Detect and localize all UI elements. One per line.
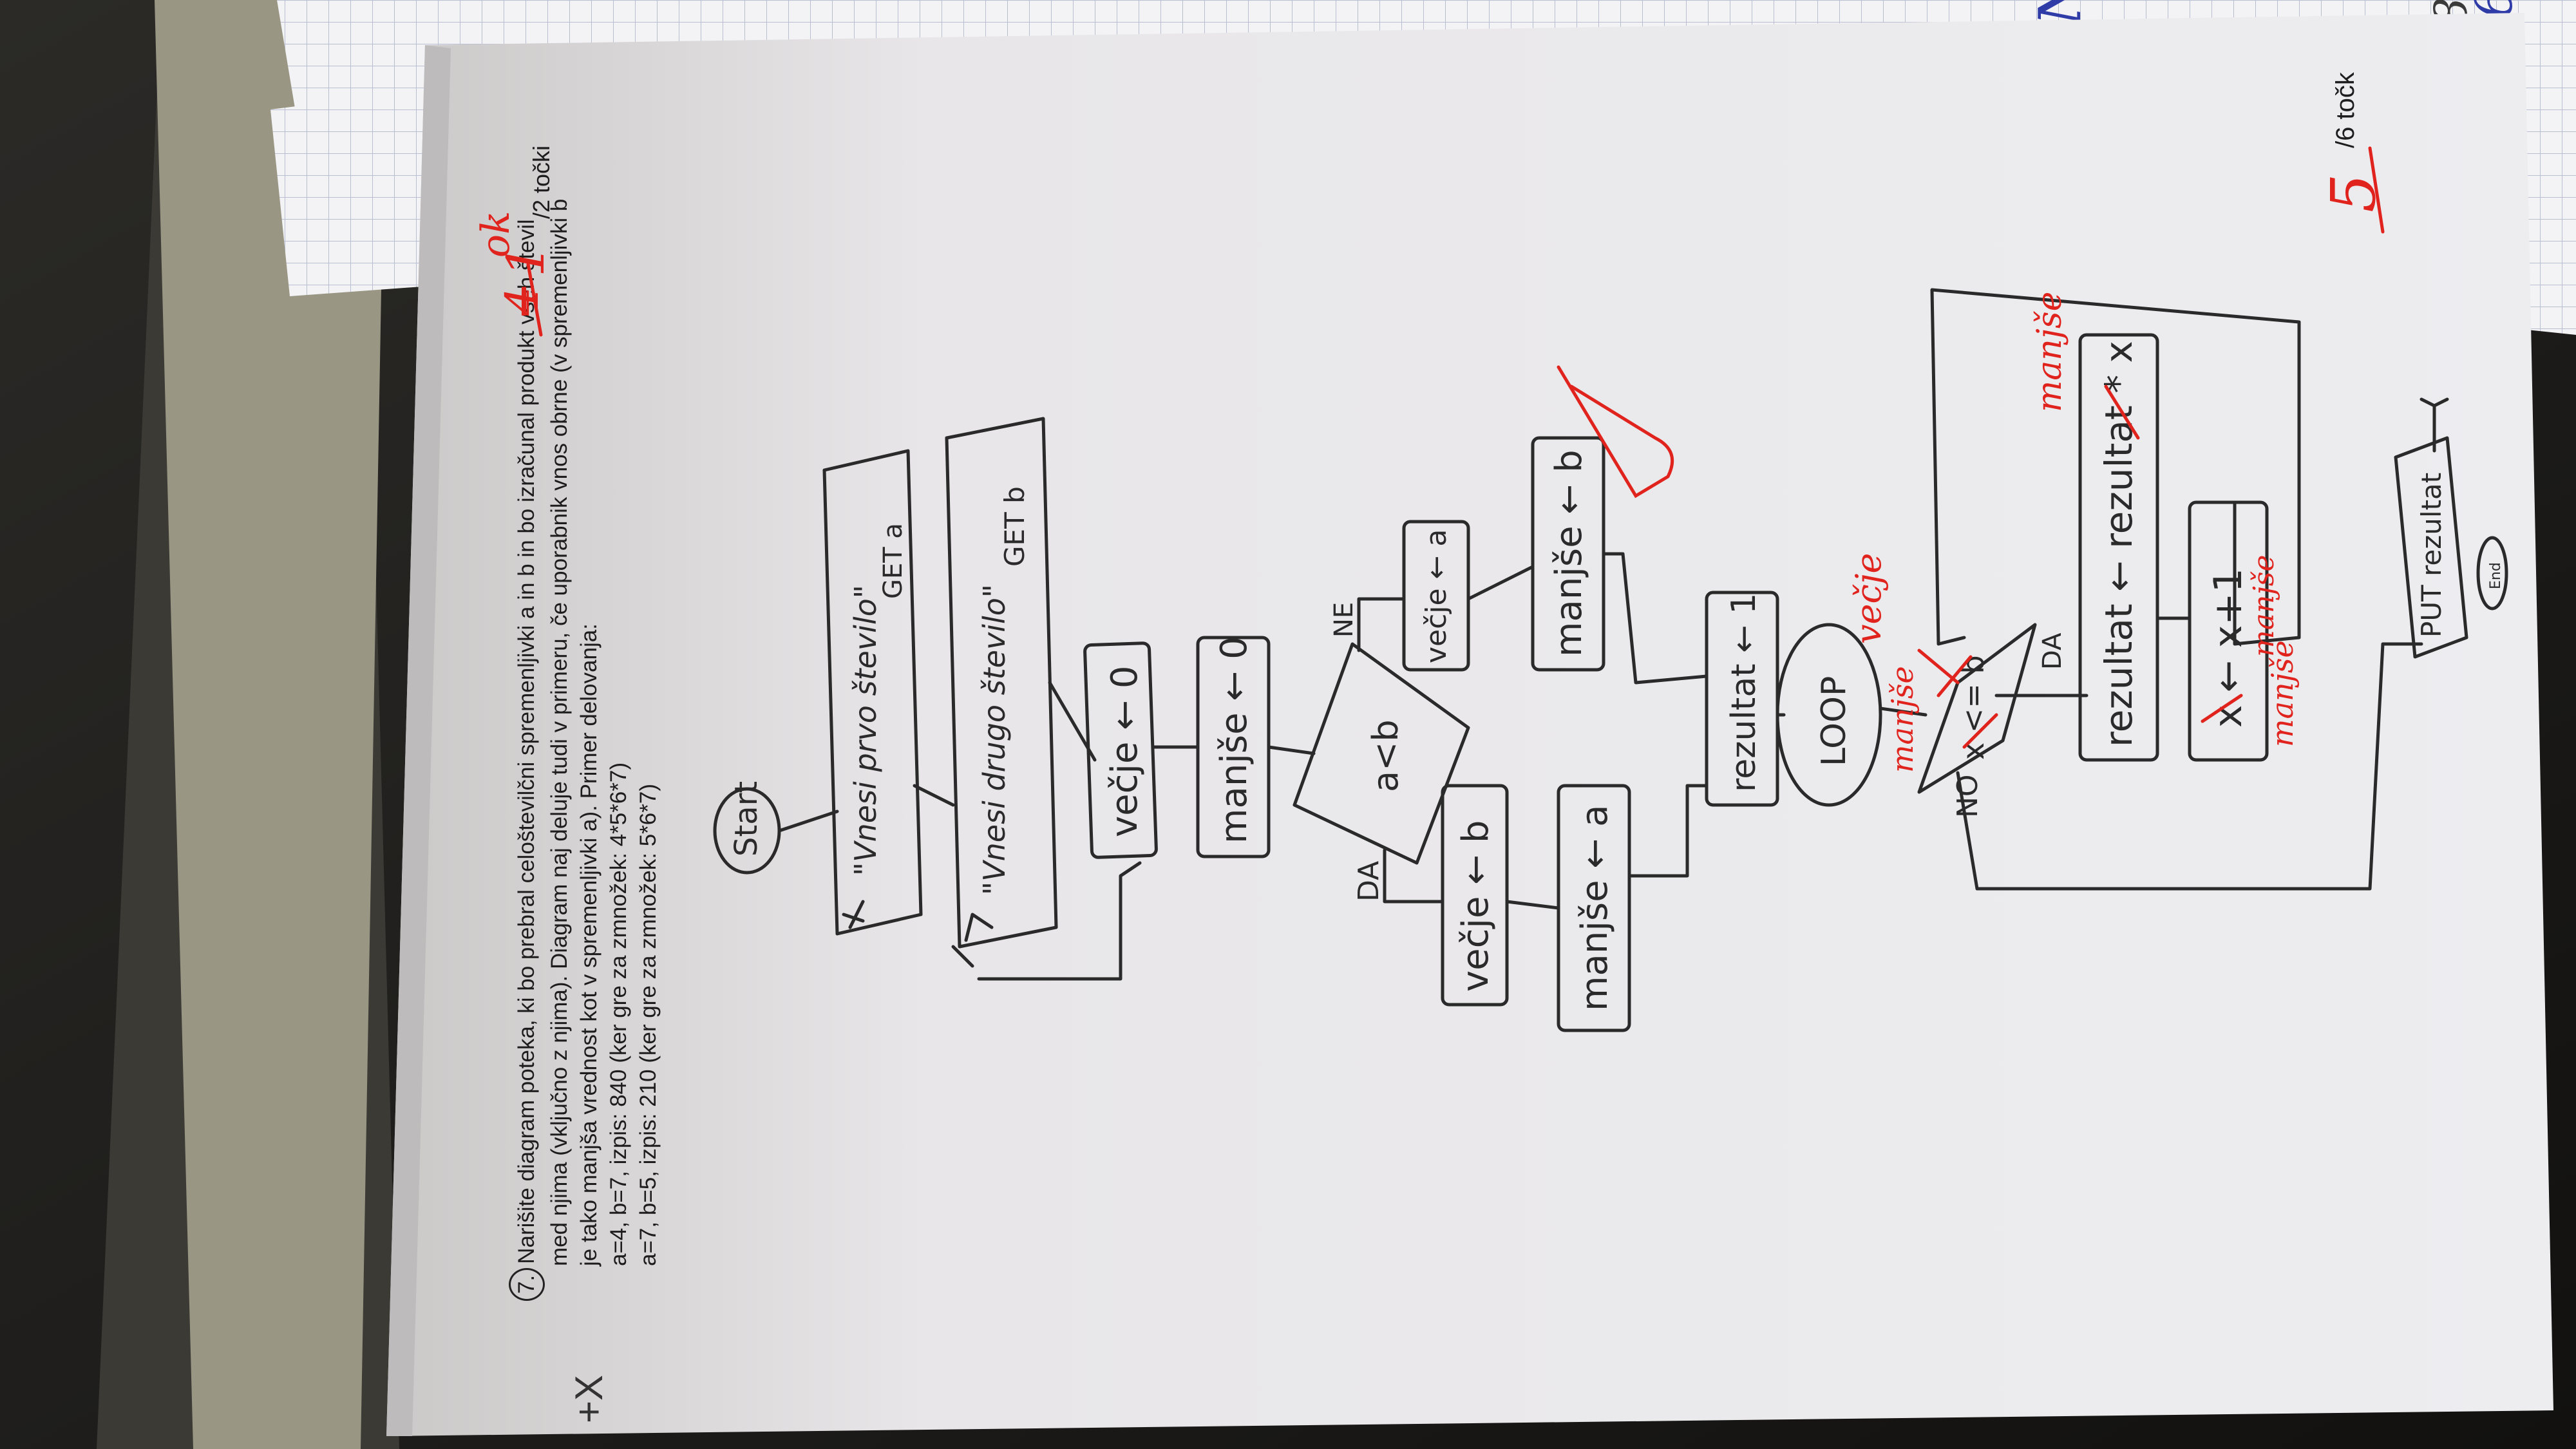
connector-no-exit (1956, 642, 2423, 891)
label-init-rezultat: rezultat ← 1 (1725, 593, 1763, 792)
connector-start-input1 (777, 810, 839, 833)
end-terminal (2476, 536, 2508, 611)
label-init-manjse: manjše ← 0 (1213, 636, 1255, 844)
connector-loop-diamond (1879, 706, 1927, 717)
label-input1-text: "Vnesi prvo število" (848, 585, 883, 876)
da-set-1-box (1441, 784, 1509, 1007)
label-output: PUT rezultat (2416, 473, 2447, 638)
label-da-set-1: večje ← b (1455, 820, 1497, 992)
connector-output-end (2420, 397, 2449, 453)
connector-da-join (1627, 784, 1709, 878)
connector-input1-input2 (913, 784, 955, 807)
red-strike-a (2104, 384, 2140, 440)
input-1-box (822, 449, 923, 936)
connector-input2-init (1048, 681, 1097, 762)
red-tick-mark (1557, 365, 1674, 498)
label-da-set-2: manjše ← a (1574, 805, 1616, 1011)
red-strike-x (2201, 694, 2243, 723)
input-2-box (945, 417, 1058, 949)
correction-vecje: večje (1848, 553, 1889, 644)
red-strike-loop-cond (1962, 713, 1998, 749)
decision-diamond (1293, 642, 1470, 865)
label-ne: NE (1329, 602, 1359, 638)
correction-manjse-4: manjše (2248, 554, 2280, 657)
label-loop-cond: x <= b (1956, 655, 1991, 760)
label-input2-get: GET b (999, 486, 1030, 567)
label-decision: a<b (1365, 719, 1406, 792)
connector-decision-ne (1357, 597, 1406, 652)
red-strike-b (1917, 649, 1973, 697)
label-input1-get: GET a (878, 523, 908, 599)
label-da: DA (1352, 861, 1385, 902)
correction-manjse-1: manjše (1885, 666, 1920, 773)
label-increment: x ← x+1 (2206, 568, 2251, 728)
label-input2-text: "Vnesi drugo število" (977, 584, 1012, 895)
connector-loop-back (1930, 288, 2301, 646)
arrow-input2 (951, 913, 994, 968)
correction-manjse-3: manjše (2265, 640, 2300, 747)
connector-decision-da (1383, 848, 1444, 904)
connector-ne-boxes (1466, 565, 1535, 601)
red-underline-total (2368, 146, 2385, 234)
output-box (2394, 436, 2468, 659)
connector-ne-join (1602, 552, 1709, 685)
exam-paper (386, 13, 2553, 1436)
label-start: Start (728, 781, 764, 857)
label-no: NO (1951, 774, 1984, 818)
multiply-box (2078, 333, 2159, 762)
label-end: End (2488, 562, 2504, 589)
loop-diamond (1917, 623, 2037, 794)
arrow-input1 (842, 900, 865, 929)
label-multiply: rezultat ← rezultat * x (2097, 341, 2141, 747)
correction-manjse-2: manjše (2031, 292, 2069, 412)
connector-da-boxes (1505, 900, 1560, 910)
label-ne-set-2: manjše ← b (1548, 450, 1590, 657)
label-init-vecje: večje ← 0 (1104, 665, 1146, 837)
increment-box (2188, 500, 2269, 762)
ne-set-1-box (1402, 520, 1470, 672)
connector-init-back (977, 861, 1142, 981)
paper-shadow-edge (386, 45, 451, 1436)
label-loop: LOOP (1815, 676, 1853, 766)
beige-surface (155, 0, 386, 1449)
label-da2: DA (2038, 632, 2067, 670)
connector-init-decision (1267, 745, 1316, 755)
red-underline-grade (526, 262, 543, 337)
label-ne-set-1: večje ← a (1420, 529, 1453, 663)
